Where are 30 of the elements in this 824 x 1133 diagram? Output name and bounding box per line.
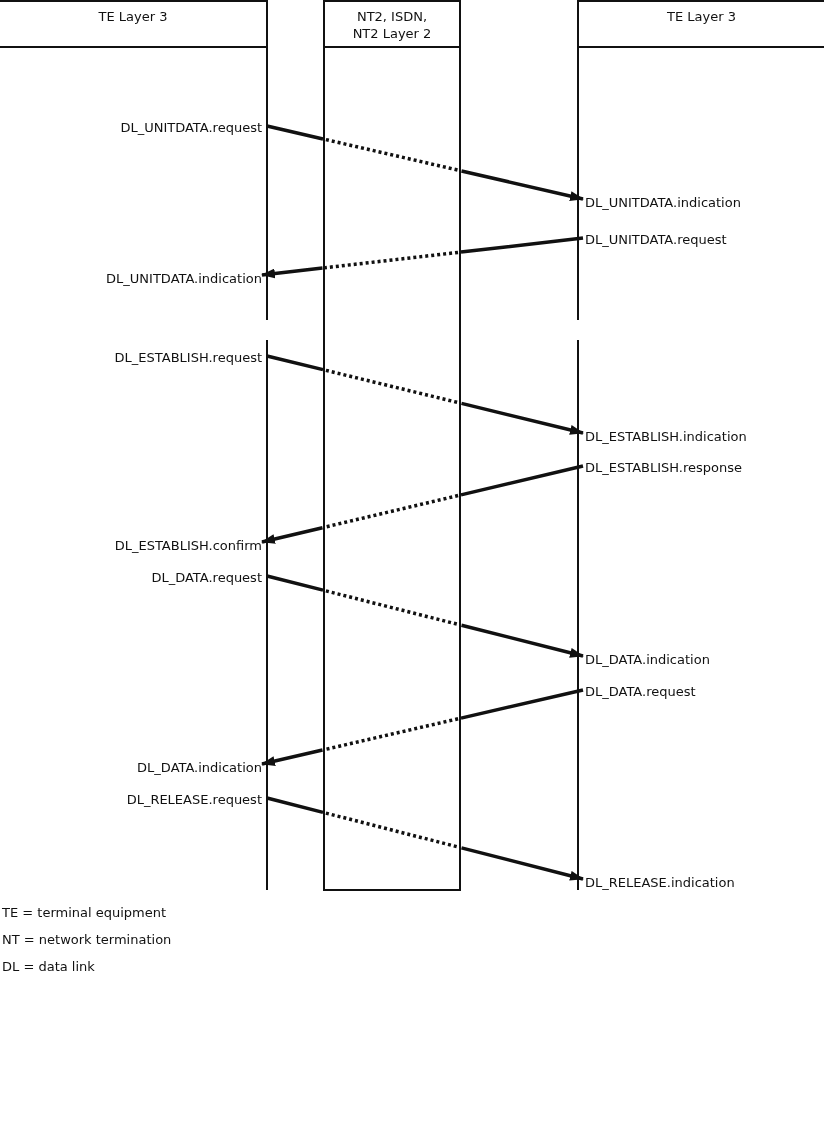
primitive-label: DL_ESTABLISH.confirm (114, 538, 262, 554)
primitive-label: DL_ESTABLISH.request (114, 350, 262, 366)
primitive-label: DL_ESTABLISH.response (585, 460, 742, 476)
primitive-label: DL_ESTABLISH.indication (585, 429, 747, 445)
message-arrow (266, 124, 584, 201)
column-header (323, 0, 461, 48)
column-header (0, 0, 268, 48)
primitive-label: DL_DATA.indication (137, 760, 262, 776)
primitive-label: DL_UNITDATA.request (120, 120, 262, 136)
primitive-label: DL_UNITDATA.indication (106, 271, 262, 287)
message-arrow (261, 464, 584, 544)
message-arrow (266, 354, 584, 435)
primitive-label: DL_RELEASE.indication (585, 875, 735, 891)
column-title: TE Layer 3 (666, 8, 737, 25)
primitive-label: DL_DATA.indication (585, 652, 710, 668)
primitive-label: DL_UNITDATA.indication (585, 195, 741, 211)
primitive-label: DL_UNITDATA.request (585, 232, 727, 248)
primitive-label: DL_DATA.request (585, 684, 696, 700)
column-title: TE Layer 3 (97, 8, 169, 25)
column-title: NT2, ISDN, NT2 Layer 2 (351, 8, 433, 42)
primitive-label: DL_DATA.request (151, 570, 262, 586)
message-arrow (261, 236, 584, 279)
message-arrow (266, 796, 584, 881)
column-header (577, 0, 824, 48)
abbreviation-note: DL = data link (2, 959, 95, 974)
message-arrow (261, 688, 584, 766)
primitive-label: DL_RELEASE.request (126, 792, 262, 808)
message-arrow (266, 574, 584, 658)
abbreviation-note: NT = network termination (2, 932, 172, 947)
abbreviation-note: TE = terminal equipment (2, 905, 167, 920)
